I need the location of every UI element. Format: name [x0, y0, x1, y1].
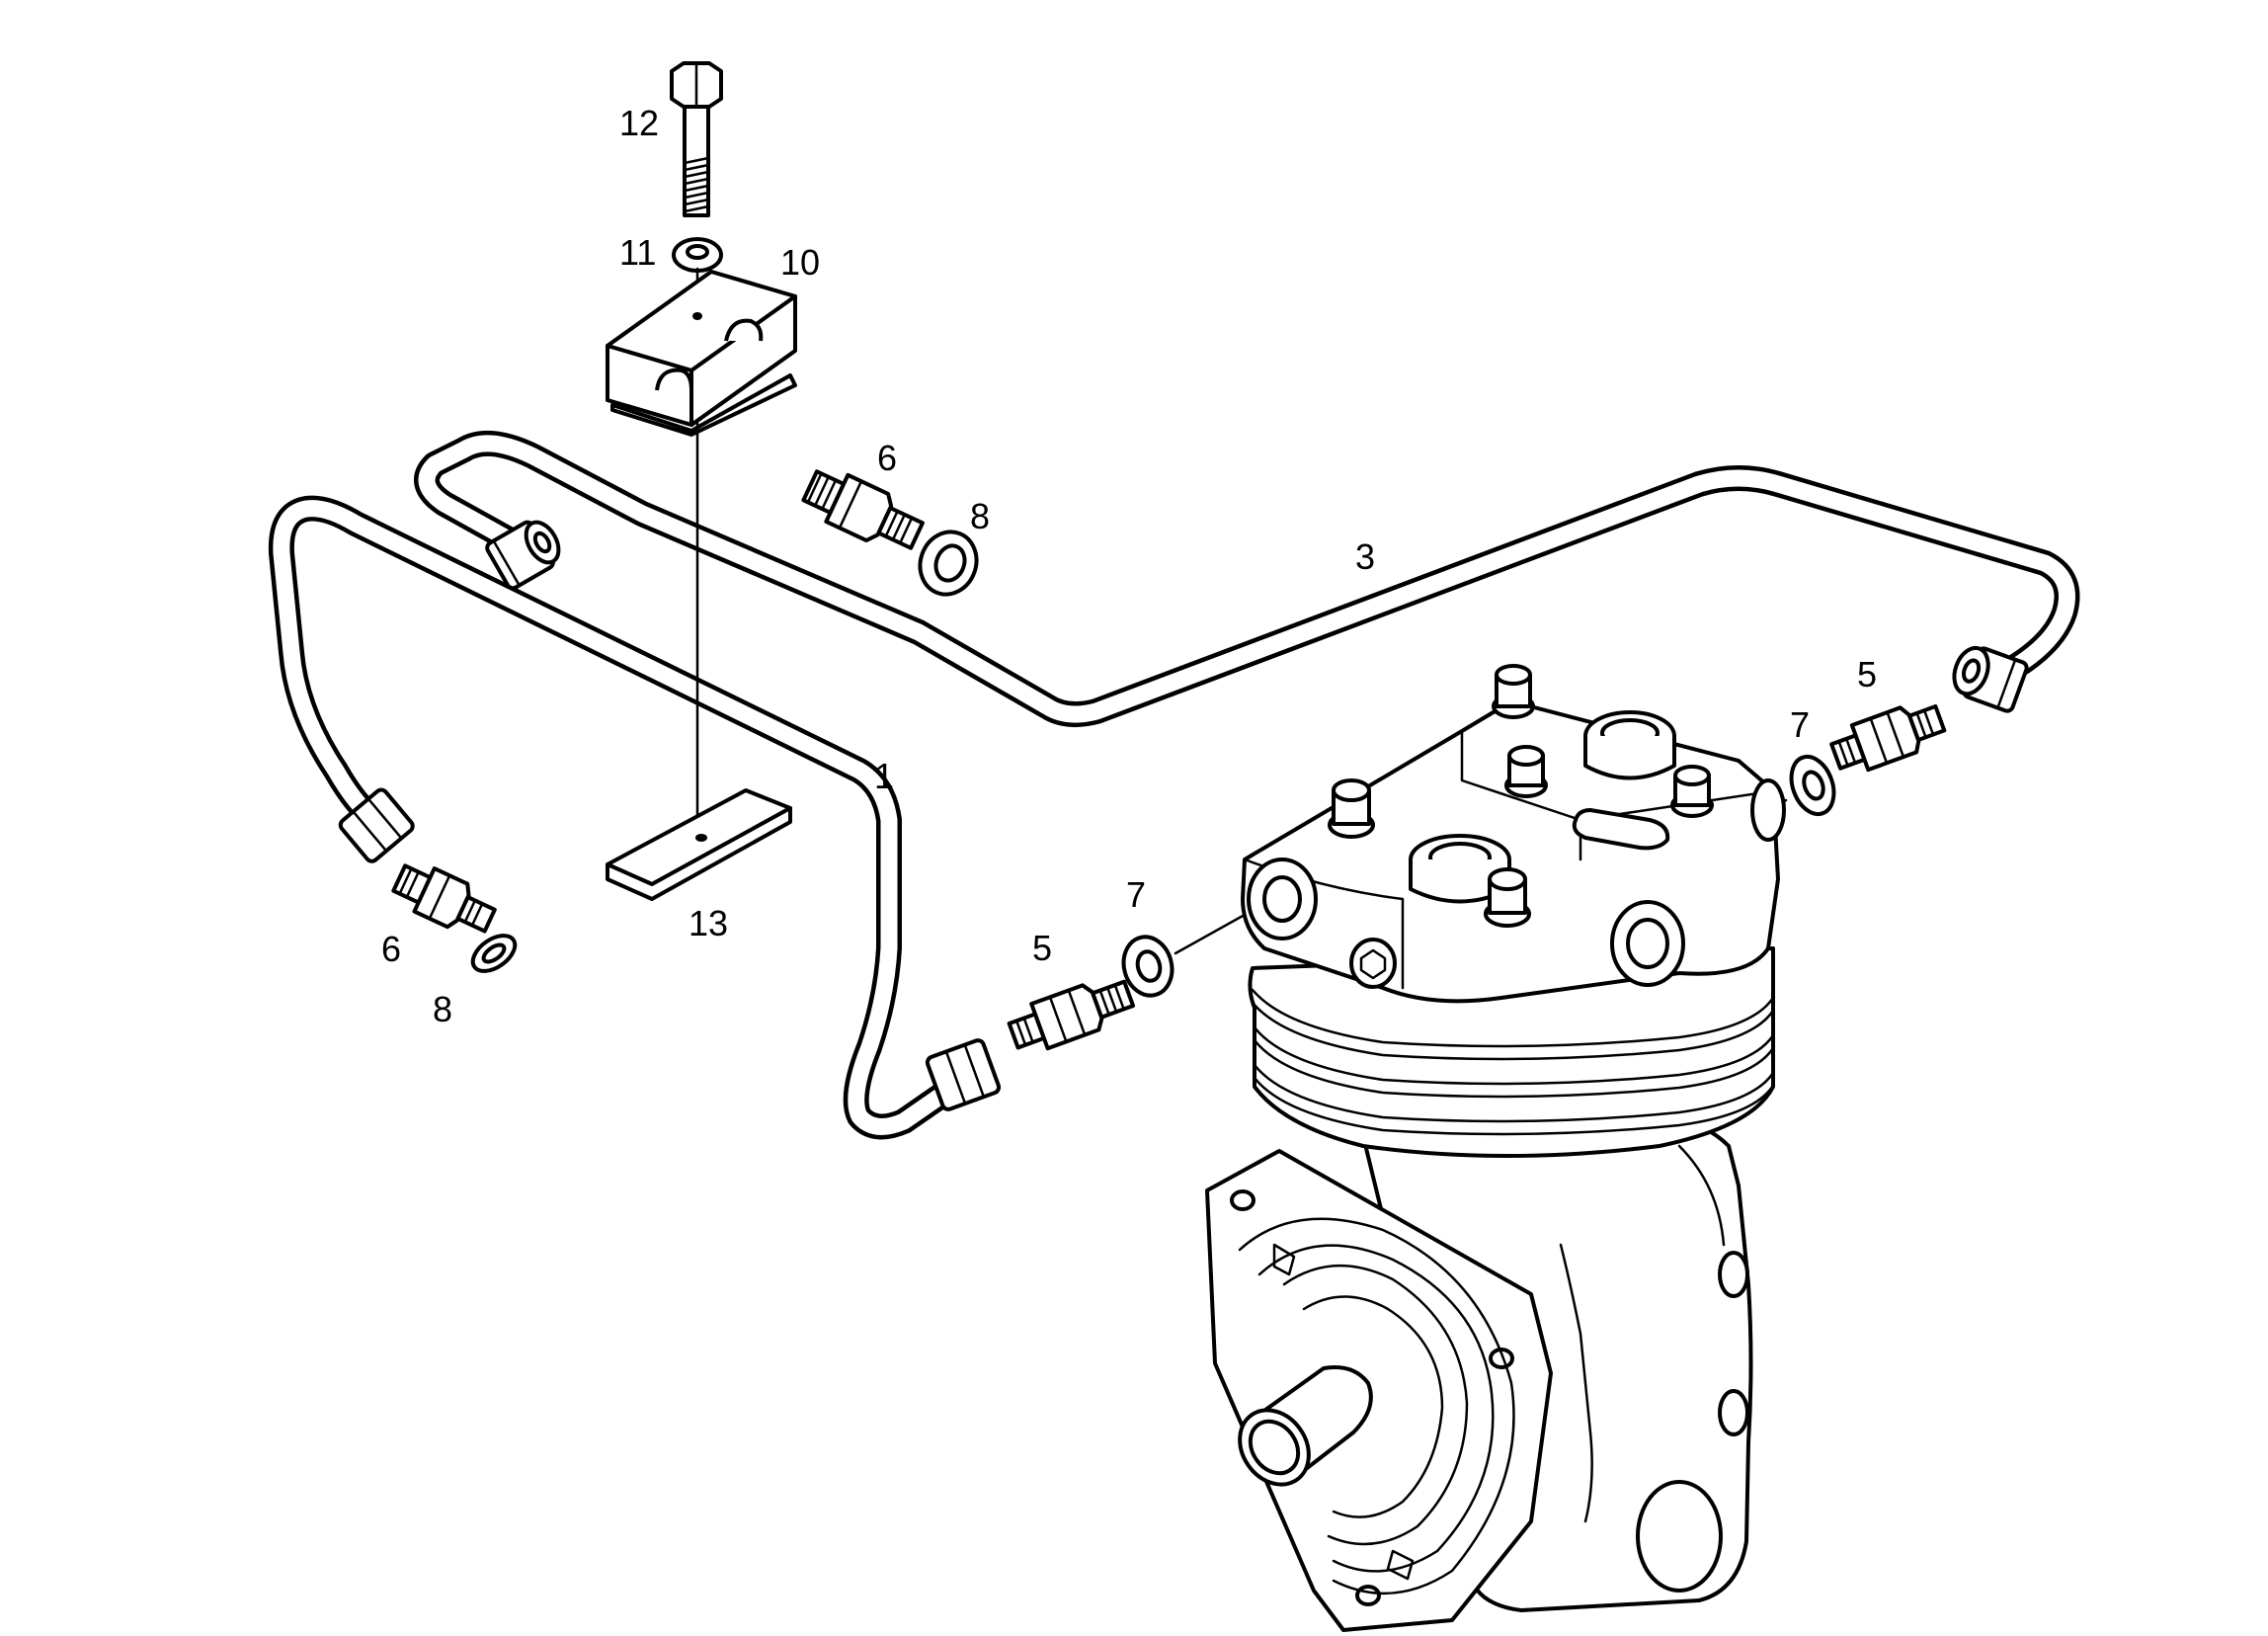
fitting-5-left: [1007, 979, 1136, 1051]
callout-6-upper: 6: [877, 438, 897, 478]
callout-5-right: 5: [1857, 654, 1877, 695]
head-bolt: [1328, 778, 1375, 839]
head-bolt: [1504, 745, 1548, 798]
fitting-6-lower: [391, 863, 497, 934]
callout-12: 12: [619, 103, 659, 143]
callout-8-lower: 8: [433, 989, 452, 1029]
bolt-12: [670, 61, 723, 217]
callout-1: 1: [874, 756, 894, 796]
clamp-plate-13: [606, 788, 792, 901]
head-bolt: [1484, 867, 1531, 928]
callout-7-left: 7: [1126, 874, 1146, 915]
pipe-3-left-nut: [485, 520, 561, 591]
washer-7-right: [1789, 754, 1836, 817]
head-bolt: [1492, 664, 1535, 719]
washer-8-upper: [918, 530, 979, 597]
callouts: 1 3 5 5 6 6 7 7 8 8 10 11 12 13: [381, 103, 1877, 1029]
callout-8-upper: 8: [970, 496, 990, 536]
fitting-6-upper: [801, 469, 925, 550]
pipe-1-right-nut: [925, 1038, 1002, 1111]
callout-3: 3: [1355, 536, 1375, 577]
washer-11: [672, 237, 723, 273]
pipe-3-right-nut: [1952, 645, 2029, 713]
callout-5-left: 5: [1032, 928, 1052, 968]
washer-8-lower: [470, 934, 518, 973]
callout-7-right: 7: [1790, 704, 1810, 745]
pipe-1: [268, 495, 981, 1140]
callout-10: 10: [780, 242, 820, 283]
callout-6-lower: 6: [381, 929, 401, 969]
clamp-block-10: [606, 270, 797, 437]
pipe-1-left-nut: [338, 787, 415, 863]
fitting-5-right: [1829, 703, 1947, 773]
washer-7-left: [1121, 935, 1174, 998]
callout-13: 13: [688, 903, 728, 943]
callout-11: 11: [619, 232, 656, 273]
head-bolt: [1670, 765, 1714, 818]
air-compressor: [1205, 664, 1786, 1632]
pipe-3: [414, 430, 2080, 728]
